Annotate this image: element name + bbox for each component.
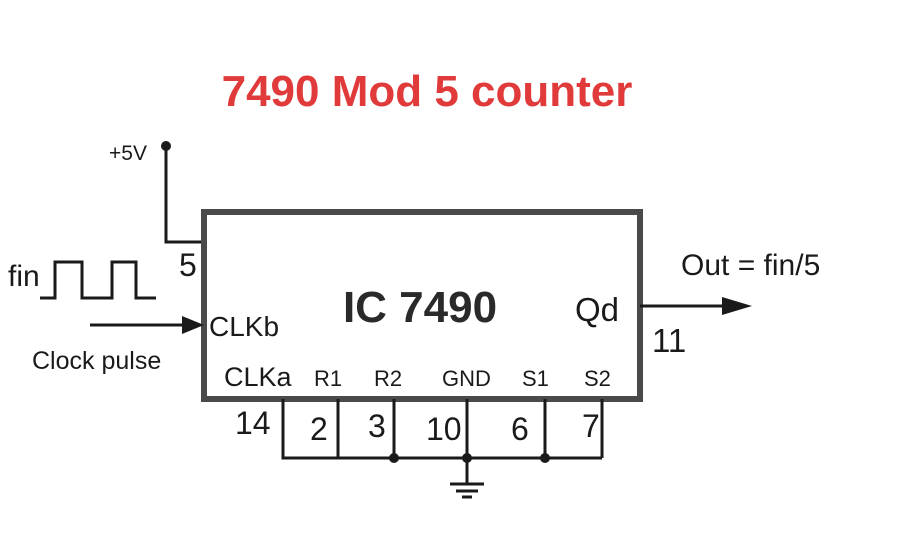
qd-pin-label: Qd	[575, 291, 619, 328]
diagram-title: 7490 Mod 5 counter	[222, 67, 633, 116]
ground-symbol-icon	[450, 482, 484, 499]
supply-wire	[164, 146, 204, 244]
ic-name: IC 7490	[343, 283, 497, 332]
fin-input-label: fin	[8, 260, 40, 293]
junction-dot	[389, 453, 399, 463]
r2-pin-label: R2	[374, 366, 402, 391]
pin-5-number: 5	[179, 247, 197, 283]
gnd-pin-label: GND	[442, 366, 491, 391]
pin-2-number: 2	[310, 411, 328, 447]
clka-pin-label: CLKa	[224, 362, 293, 392]
output-label: Out = fin/5	[681, 249, 820, 282]
junction-dot	[462, 453, 472, 463]
pin-11-number: 11	[652, 322, 686, 359]
square-wave-icon	[40, 260, 156, 300]
clock-pulse-label: Clock pulse	[32, 347, 161, 375]
s1-pin-label: S1	[522, 366, 549, 391]
clock-input-arrow-icon	[182, 316, 204, 334]
pin-6-number: 6	[511, 411, 529, 447]
pin-14-number: 14	[235, 405, 271, 441]
output-arrow-icon	[722, 297, 752, 315]
supply-label: +5V	[109, 142, 147, 165]
pin-7-number: 7	[582, 408, 600, 444]
r1-pin-label: R1	[314, 366, 342, 391]
s2-pin-label: S2	[584, 366, 611, 391]
pin-3-number: 3	[368, 408, 386, 444]
junction-dot	[540, 453, 550, 463]
pin-10-number: 10	[426, 411, 462, 447]
clkb-pin-label: CLKb	[209, 311, 279, 342]
clka-r1-loop-wire	[281, 399, 340, 460]
